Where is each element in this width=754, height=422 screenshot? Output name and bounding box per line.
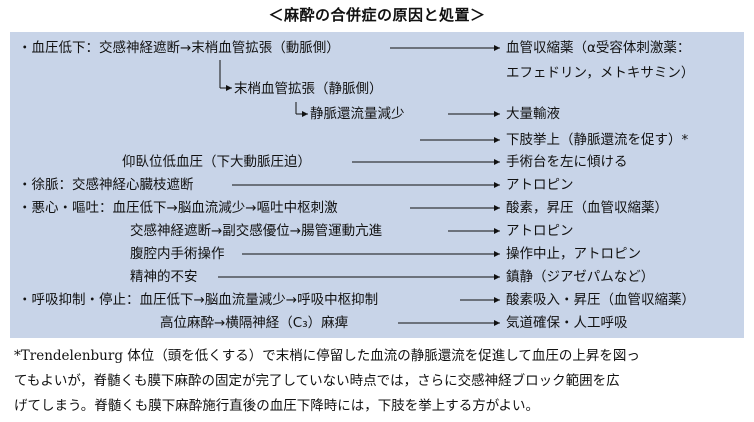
- cause-text: ・血圧低下：交感神経遮断→末梢血管拡張（動脈側）: [18, 40, 340, 56]
- table-row: 静脈還流量減少 大量輸液: [10, 103, 744, 125]
- treatment-text: アトロピン: [506, 177, 574, 193]
- treatment-text: エフェドリン，メトキサミン）: [506, 65, 695, 81]
- table-row: ・呼吸抑制・停止：血圧低下→脳血流量減少→呼吸中枢抑制 酸素吸入・昇圧（血管収縮…: [10, 289, 744, 311]
- cause-text: ・呼吸抑制・停止：血圧低下→脳血流量減少→呼吸中枢抑制: [18, 292, 379, 308]
- cause-text: ・悪心・嘔吐：血圧低下→脳血流減少→嘔吐中枢刺激: [18, 200, 338, 216]
- treatment-text: 血管収縮薬（α受容体刺激薬：: [506, 40, 691, 56]
- table-row: 末梢血管拡張（静脈側）: [10, 78, 744, 100]
- table-row: ・悪心・嘔吐：血圧低下→脳血流減少→嘔吐中枢刺激 酸素，昇圧（血管収縮薬）: [10, 197, 744, 219]
- cause-text: 腹腔内手術操作: [130, 246, 225, 262]
- page-title: ＜麻酔の合併症の原因と処置＞: [268, 6, 486, 24]
- treatment-text: 手術台を左に傾ける: [506, 154, 628, 170]
- cause-text: 高位麻酔→横隔神経（C₃）麻痺: [160, 315, 349, 331]
- treatment-text: 大量輸液: [506, 106, 560, 122]
- table-row: ・徐脈：交感神経心臓枝遮断 アトロピン: [10, 174, 744, 196]
- treatment-text: 気道確保・人工呼吸: [506, 315, 628, 331]
- table-row: 下肢挙上（静脈還流を促す）*: [10, 129, 744, 151]
- footnote-line: *Trendelenburg 体位（頭を低くする）で末梢に停留した血流の静脈還流…: [14, 348, 640, 364]
- footnote-line: てもよいが，脊髄くも膜下麻酔の固定が完了していない時点では，さらに交感神経ブロッ…: [14, 373, 620, 389]
- table-row: 腹腔内手術操作 操作中止，アトロピン: [10, 243, 744, 265]
- treatment-text: 鎮静（ジアゼパムなど）: [506, 269, 655, 285]
- footnote: *Trendelenburg 体位（頭を低くする）で末梢に停留した血流の静脈還流…: [14, 344, 744, 419]
- table-row: エフェドリン，メトキサミン）: [10, 62, 744, 84]
- treatment-text: 酸素吸入・昇圧（血管収縮薬）: [506, 292, 695, 308]
- cause-text: ・徐脈：交感神経心臓枝遮断: [18, 177, 194, 193]
- cause-text: 仰臥位低血圧（下大動脈圧迫）: [122, 154, 311, 170]
- table-row: 高位麻酔→横隔神経（C₃）麻痺 気道確保・人工呼吸: [10, 312, 744, 334]
- cause-text: 精神的不安: [130, 269, 198, 285]
- cause-text: 末梢血管拡張（静脈側）: [234, 81, 383, 97]
- treatment-text: 操作中止，アトロピン: [506, 246, 641, 262]
- table-row: 精神的不安 鎮静（ジアゼパムなど）: [10, 266, 744, 288]
- cause-text: 静脈還流量減少: [310, 106, 405, 122]
- complications-table: ・血圧低下：交感神経遮断→末梢血管拡張（動脈側） 血管収縮薬（α受容体刺激薬： …: [10, 32, 744, 338]
- treatment-text: 下肢挙上（静脈還流を促す）*: [506, 132, 689, 148]
- table-row: 仰臥位低血圧（下大動脈圧迫） 手術台を左に傾ける: [10, 151, 744, 173]
- table-row: 交感神経遮断→副交感優位→腸管運動亢進 アトロピン: [10, 220, 744, 242]
- treatment-text: 酸素，昇圧（血管収縮薬）: [506, 200, 668, 216]
- footnote-line: げてしまう。脊髄くも膜下麻酔施行直後の血圧下降時には，下肢を挙上する方がよい。: [14, 398, 540, 414]
- treatment-text: アトロピン: [506, 223, 574, 239]
- arrow-layer: [218, 45, 500, 326]
- cause-text: 交感神経遮断→副交感優位→腸管運動亢進: [130, 223, 383, 239]
- table-row: ・血圧低下：交感神経遮断→末梢血管拡張（動脈側） 血管収縮薬（α受容体刺激薬：: [10, 37, 744, 59]
